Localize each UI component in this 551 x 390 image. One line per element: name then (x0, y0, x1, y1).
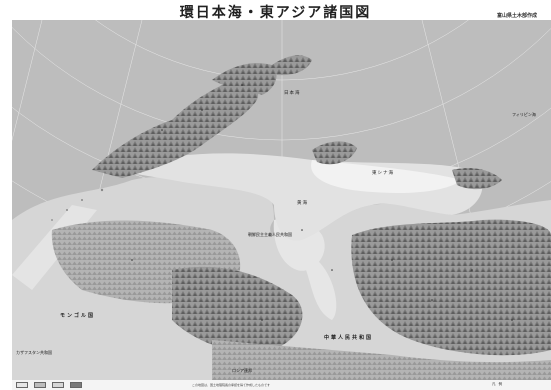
label-russia: ロシア連邦 (232, 368, 252, 373)
relief-map-svg (12, 20, 551, 380)
japan-tohoku (272, 55, 312, 76)
label-japan-sea: 日本海 (284, 91, 301, 96)
japan-honshu-west (92, 78, 259, 178)
label-mongolia: モンゴル国 (60, 313, 96, 319)
japan-sea-shallow (311, 160, 462, 193)
korea-peninsula-tip (312, 141, 357, 165)
label-yellow-sea: 黄海 (297, 201, 308, 206)
legend-swatches (16, 382, 82, 388)
label-china: 中華人民共和国 (324, 335, 374, 341)
legend-swatch-deep (34, 382, 46, 388)
label-kazakhstan: カザフスタン共和国 (16, 350, 52, 355)
map-title: 環日本海・東アジア諸国図 (179, 5, 372, 21)
map-canvas[interactable]: 日本海 フィリピン海 朝鮮民主主義人民共和国 東シナ海 黄海 モンゴル国 中華人… (12, 20, 551, 380)
bay-inlet (302, 260, 337, 320)
relief-china (351, 219, 551, 356)
japan-kanto (212, 63, 277, 95)
island-chain (51, 188, 104, 221)
label-philippine-sea: フィリピン海 (512, 112, 536, 117)
publisher-credit: 富山県土木部作成 (496, 13, 537, 19)
legend-copyright: この地図は、国土地理院長の承認を得て作成したものです (192, 383, 271, 387)
legend-swatch-shallow (16, 382, 28, 388)
label-east-china-sea: 東シナ海 (372, 171, 394, 176)
legend-swatch-low (52, 382, 64, 388)
legend-strip: この地図は、国土地理院長の承認を得て作成したものです 凡例 (12, 380, 551, 390)
relief-mongolia (172, 266, 303, 352)
relief-south (212, 340, 551, 380)
legend-swatch-high (70, 382, 82, 388)
island-east (452, 168, 502, 190)
label-north-korea: 朝鮮民主主義人民共和国 (248, 232, 292, 237)
legend-title: 凡例 (492, 382, 505, 386)
settlement-markers (131, 84, 513, 321)
